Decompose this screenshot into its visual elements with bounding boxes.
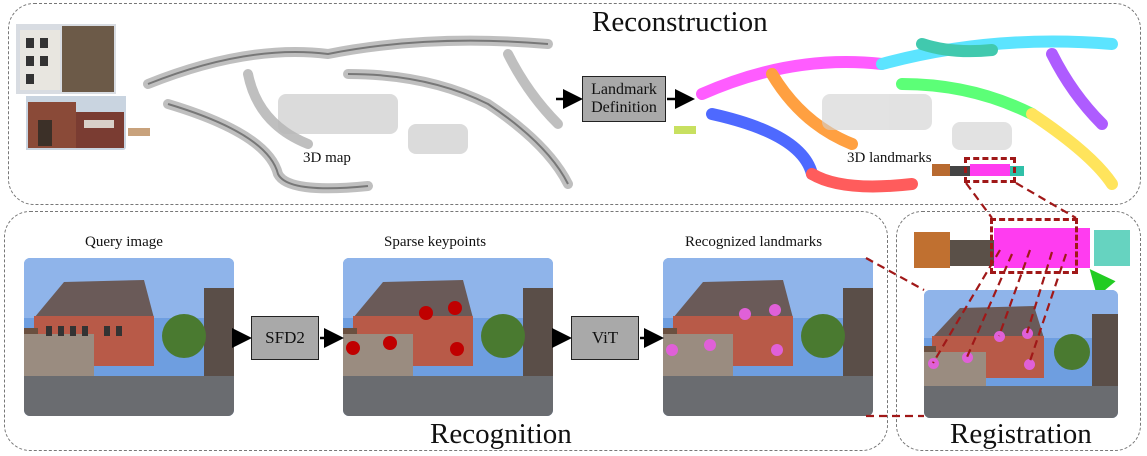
landmark-marker — [666, 344, 678, 356]
keypoint-marker — [450, 342, 464, 356]
landmark-highlight-large — [990, 218, 1078, 274]
query-image — [24, 258, 234, 416]
landmark-definition-line1: Landmark — [591, 81, 657, 98]
sparse-keypoints-label: Sparse keypoints — [384, 234, 487, 250]
keypoint-marker — [383, 336, 397, 350]
landmark-marker — [769, 304, 781, 316]
3d-map-pointcloud — [128, 14, 588, 200]
landmark-highlight-small — [964, 157, 1016, 183]
landmark-marker — [928, 358, 939, 369]
landmark-marker — [704, 339, 716, 351]
keypoint-marker — [419, 306, 433, 320]
landmark-strip-zoomed — [914, 222, 1130, 272]
recognized-image — [663, 258, 873, 416]
reconstruction-panel — [8, 3, 1141, 205]
landmark-definition-line2: Definition — [591, 99, 657, 116]
reconstruction-title: Reconstruction — [592, 6, 768, 38]
landmark-definition-box: Landmark Definition — [582, 76, 666, 122]
registration-image — [924, 290, 1118, 418]
3d-landmarks-label: 3D landmarks — [847, 150, 932, 166]
match-line-5 — [1027, 253, 1068, 365]
zoom-link-left — [965, 182, 993, 219]
landmark-marker — [1022, 328, 1033, 339]
zoom-link-right — [1015, 182, 1077, 219]
3d-landmarks-pointcloud — [672, 14, 1138, 200]
keypoints-image — [343, 258, 553, 416]
recognition-title: Recognition — [430, 418, 572, 450]
reference-image-stack — [14, 22, 126, 150]
registration-panel — [896, 211, 1141, 451]
registration-title: Registration — [950, 418, 1092, 450]
match-line-3 — [997, 249, 1032, 337]
landmark-strip-small — [932, 162, 1024, 178]
recognition-link-top — [865, 257, 925, 291]
keypoint-marker — [346, 341, 360, 355]
match-line-2 — [965, 253, 1014, 358]
match-line-1 — [932, 249, 1001, 364]
recognized-landmarks-label: Recognized landmarks — [685, 234, 823, 250]
keypoint-marker — [448, 301, 462, 315]
vit-box: ViT — [571, 316, 639, 360]
query-image-label: Query image — [85, 234, 163, 250]
landmark-marker — [1024, 359, 1035, 370]
landmark-marker — [962, 352, 973, 363]
landmark-marker — [771, 344, 783, 356]
match-line-4 — [1025, 251, 1054, 334]
3d-map-label: 3D map — [303, 150, 351, 166]
landmark-marker — [994, 331, 1005, 342]
landmark-marker — [739, 308, 751, 320]
recognition-panel — [4, 211, 888, 451]
